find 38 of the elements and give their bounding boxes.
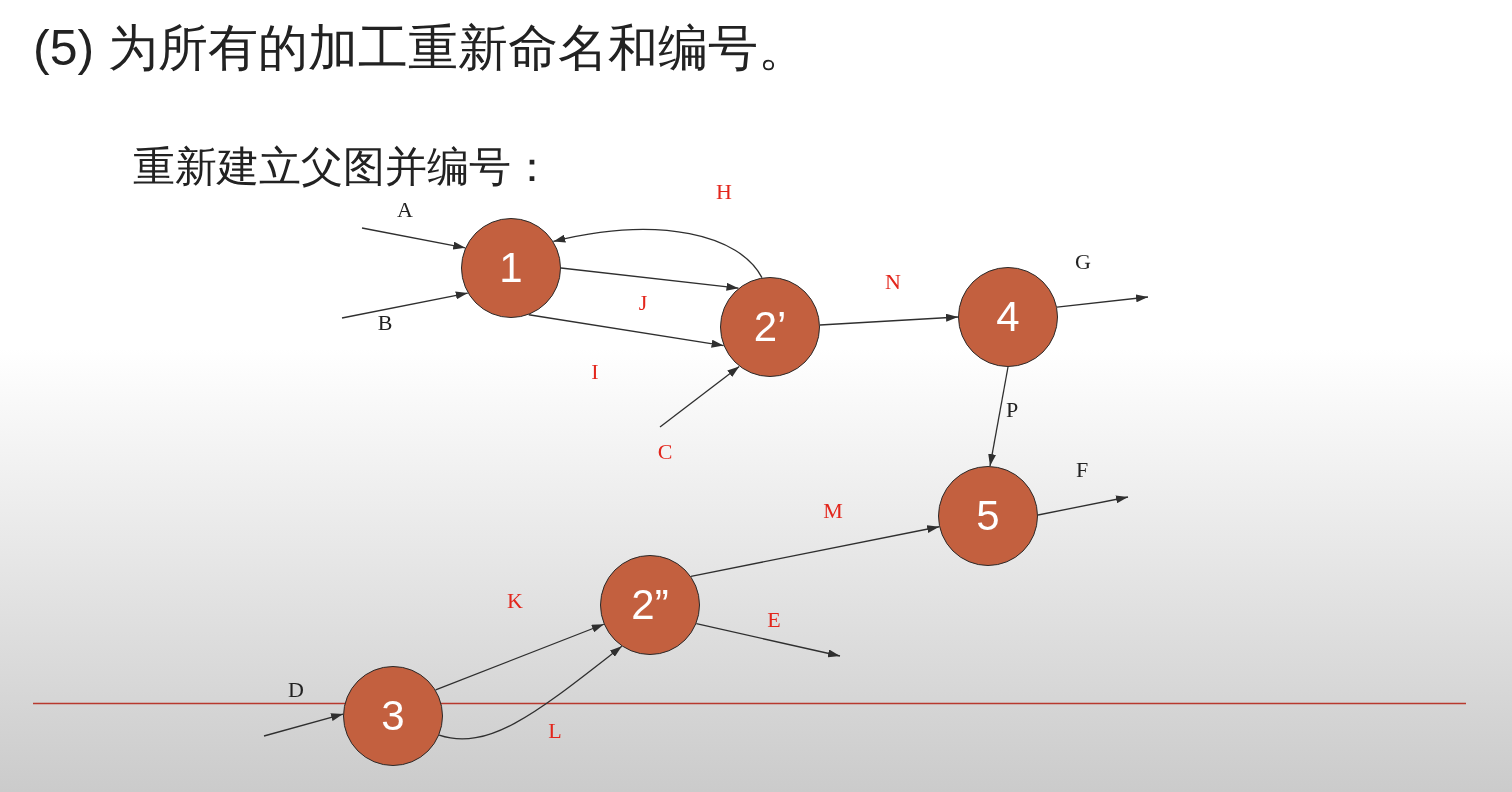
arrow xyxy=(695,623,841,658)
process-number: 4 xyxy=(996,293,1020,341)
edge-label: D xyxy=(288,678,304,702)
arrow xyxy=(1056,294,1149,308)
slide-title: (5) 为所有的加工重新命名和编号。 xyxy=(33,19,808,78)
edge-label: E xyxy=(767,608,781,632)
edge-label: M xyxy=(823,499,843,523)
process-number: 1 xyxy=(499,244,523,292)
edge-label: F xyxy=(1075,458,1089,482)
edge-label: N xyxy=(885,270,901,294)
process-number: 2’ xyxy=(753,303,787,351)
arrow xyxy=(1037,495,1129,516)
arrow xyxy=(528,314,725,348)
arrow xyxy=(988,366,1009,467)
edge-label: J xyxy=(638,291,648,315)
process-number: 2” xyxy=(631,581,669,629)
edge-label: A xyxy=(397,198,413,222)
process-number: 5 xyxy=(976,492,1000,540)
arrow xyxy=(690,525,940,578)
arrow xyxy=(341,291,469,319)
edge-label: L xyxy=(548,719,562,743)
subtitle: 重新建立父图并编号： xyxy=(133,142,553,192)
edge-label: C xyxy=(657,440,673,464)
arrow xyxy=(361,227,466,250)
arrow xyxy=(435,623,605,691)
arrow xyxy=(552,228,763,279)
arrow xyxy=(819,313,959,326)
arrow xyxy=(263,713,344,737)
arrow xyxy=(560,267,740,291)
arrow xyxy=(438,645,623,740)
edge-label: K xyxy=(507,589,523,613)
edge-label: G xyxy=(1075,250,1091,274)
edge-label: H xyxy=(716,180,732,204)
edge-label: I xyxy=(591,360,599,384)
edge-label: B xyxy=(377,311,393,335)
arrow xyxy=(659,365,740,428)
process-number: 3 xyxy=(381,692,405,740)
edge-label: P xyxy=(1005,398,1019,422)
